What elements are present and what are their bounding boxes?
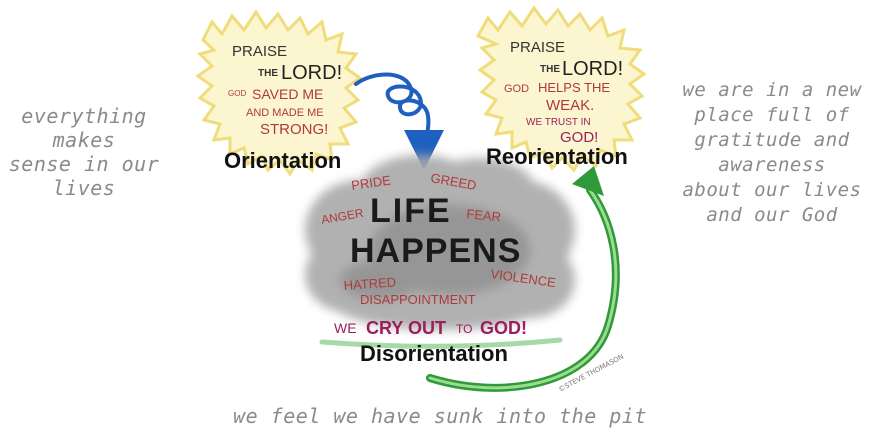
starburst-icon [475,5,647,173]
reorientation-caption-line: we are in a new [682,79,862,101]
spiral-arrow-icon [354,72,445,170]
curved-arrow-icon [426,166,620,392]
orientation-caption-line: everything [21,104,147,128]
orientation-bubble-line3b: SAVED ME [252,86,323,102]
orientation-bubble-text: PRAISE THE LORD! GOD SAVED ME AND MADE M… [228,43,342,138]
reorientation-caption-line: about our lives [682,179,862,201]
orientation-caption: everything makes sense in our lives [4,104,164,200]
orientation-bubble-line1: PRAISE [232,43,287,60]
reorientation-bubble-line4: WEAK. [546,97,594,114]
reorientation-bubble-line3a: GOD [504,83,529,95]
reorientation-bubble-line6: GOD! [560,129,598,146]
reorientation-caption-line: place full of [694,104,850,126]
cloud-cry-we: WE [334,320,357,336]
disorientation-caption: we feel we have sunk into the pit [233,404,647,428]
cloud-title-happens: HAPPENS [350,232,521,270]
reorientation-caption: we are in a new place full of gratitude … [672,78,872,228]
starburst-icon [195,9,363,177]
cloud-text: PRIDE GREED ANGER FEAR HATRED VIOLENCE D… [320,170,557,338]
orientation-caption-line: sense in our [8,152,160,176]
orientation-caption-line: makes [52,128,116,152]
orientation-bubble-line2a: THE [258,68,278,79]
orientation-bubble-line2b: LORD! [281,62,342,84]
cloud-cry-god: GOD! [480,318,527,338]
green-underline [319,337,563,349]
cloud-cry-to: TO [456,322,472,336]
cloud-word-pride: PRIDE [350,173,392,193]
label-orientation: Orientation [224,148,342,173]
label-disorientation: Disorientation [360,341,508,366]
reorientation-bubble-line2b: LORD! [562,58,623,80]
reorientation-bubble-line3b: HELPS THE [538,80,610,95]
label-reorientation: Reorientation [486,144,628,169]
reorientation-caption-line: gratitude and [694,129,850,151]
cloud-word-hatred: HATRED [343,274,396,293]
reorientation-bubble-line5: WE TRUST IN [526,117,591,128]
reorientation-bubble-text: PRAISE THE LORD! GOD HELPS THE WEAK. WE … [504,39,623,146]
cloud-word-fear: FEAR [466,206,502,225]
cloud-cry-out: CRY OUT [366,318,446,338]
cloud-icon [305,155,575,330]
cloud-word-disappointment: DISAPPOINTMENT [360,292,476,307]
orientation-bubble-line3a: GOD [228,89,246,98]
reorientation-bubble-line1: PRAISE [510,39,565,56]
orientation-bubble-line4: AND MADE ME [246,107,324,119]
reorientation-caption-line: awareness [718,154,826,176]
orientation-caption-line: lives [52,176,116,200]
cloud-title-life: LIFE [370,192,452,230]
orientation-bubble-line5: STRONG! [260,121,328,138]
reorientation-bubble-line2a: THE [540,64,560,75]
reorientation-caption-line: and our God [706,204,838,226]
